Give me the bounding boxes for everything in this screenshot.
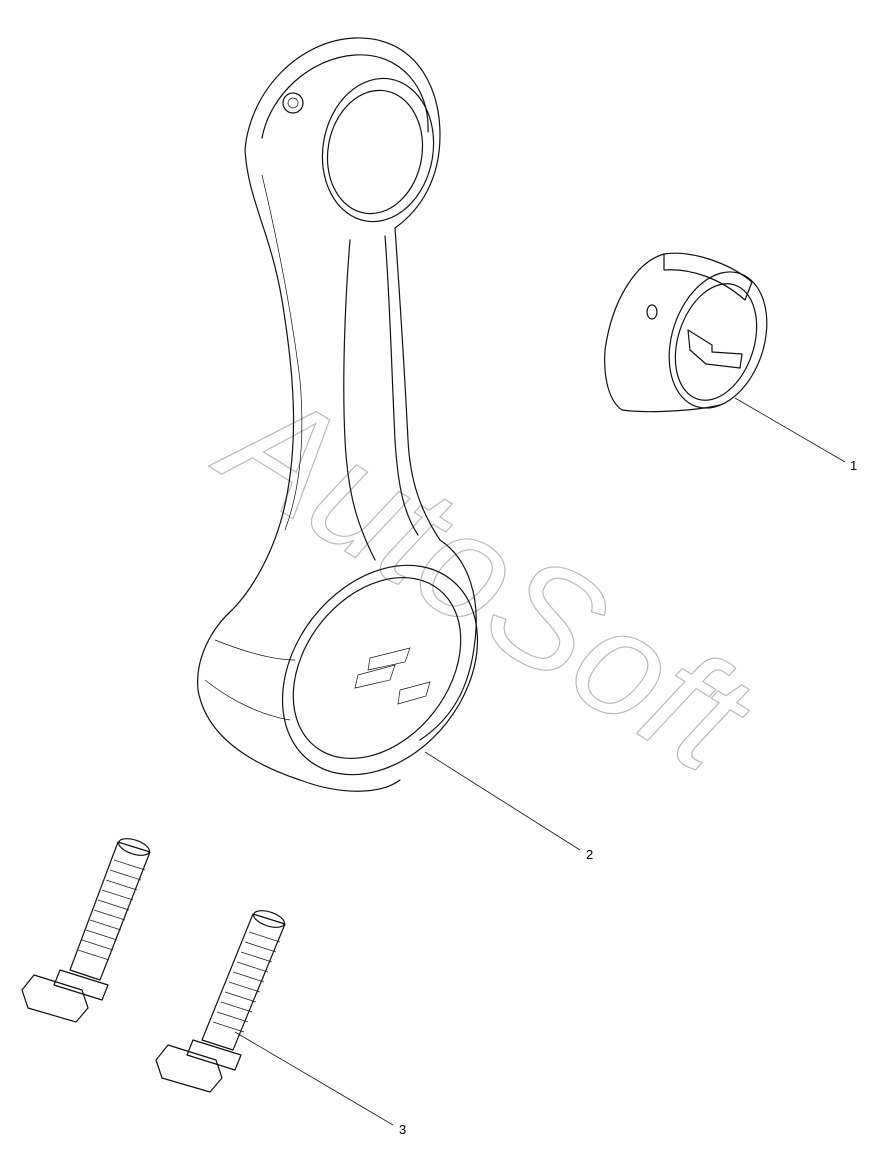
leader-line-3: [234, 1031, 394, 1126]
leader-line-2: [424, 751, 581, 851]
connecting-rod-drawing: [197, 37, 479, 792]
leader-line-1: [734, 397, 846, 463]
callout-label-3: 3: [399, 1122, 406, 1137]
bushing-drawing: [604, 252, 768, 413]
bolt-drawing: [21, 838, 286, 1093]
callout-label-2: 2: [586, 847, 593, 862]
watermark-text: AutoSoft: [191, 350, 779, 804]
callout-label-1: 1: [850, 458, 857, 473]
